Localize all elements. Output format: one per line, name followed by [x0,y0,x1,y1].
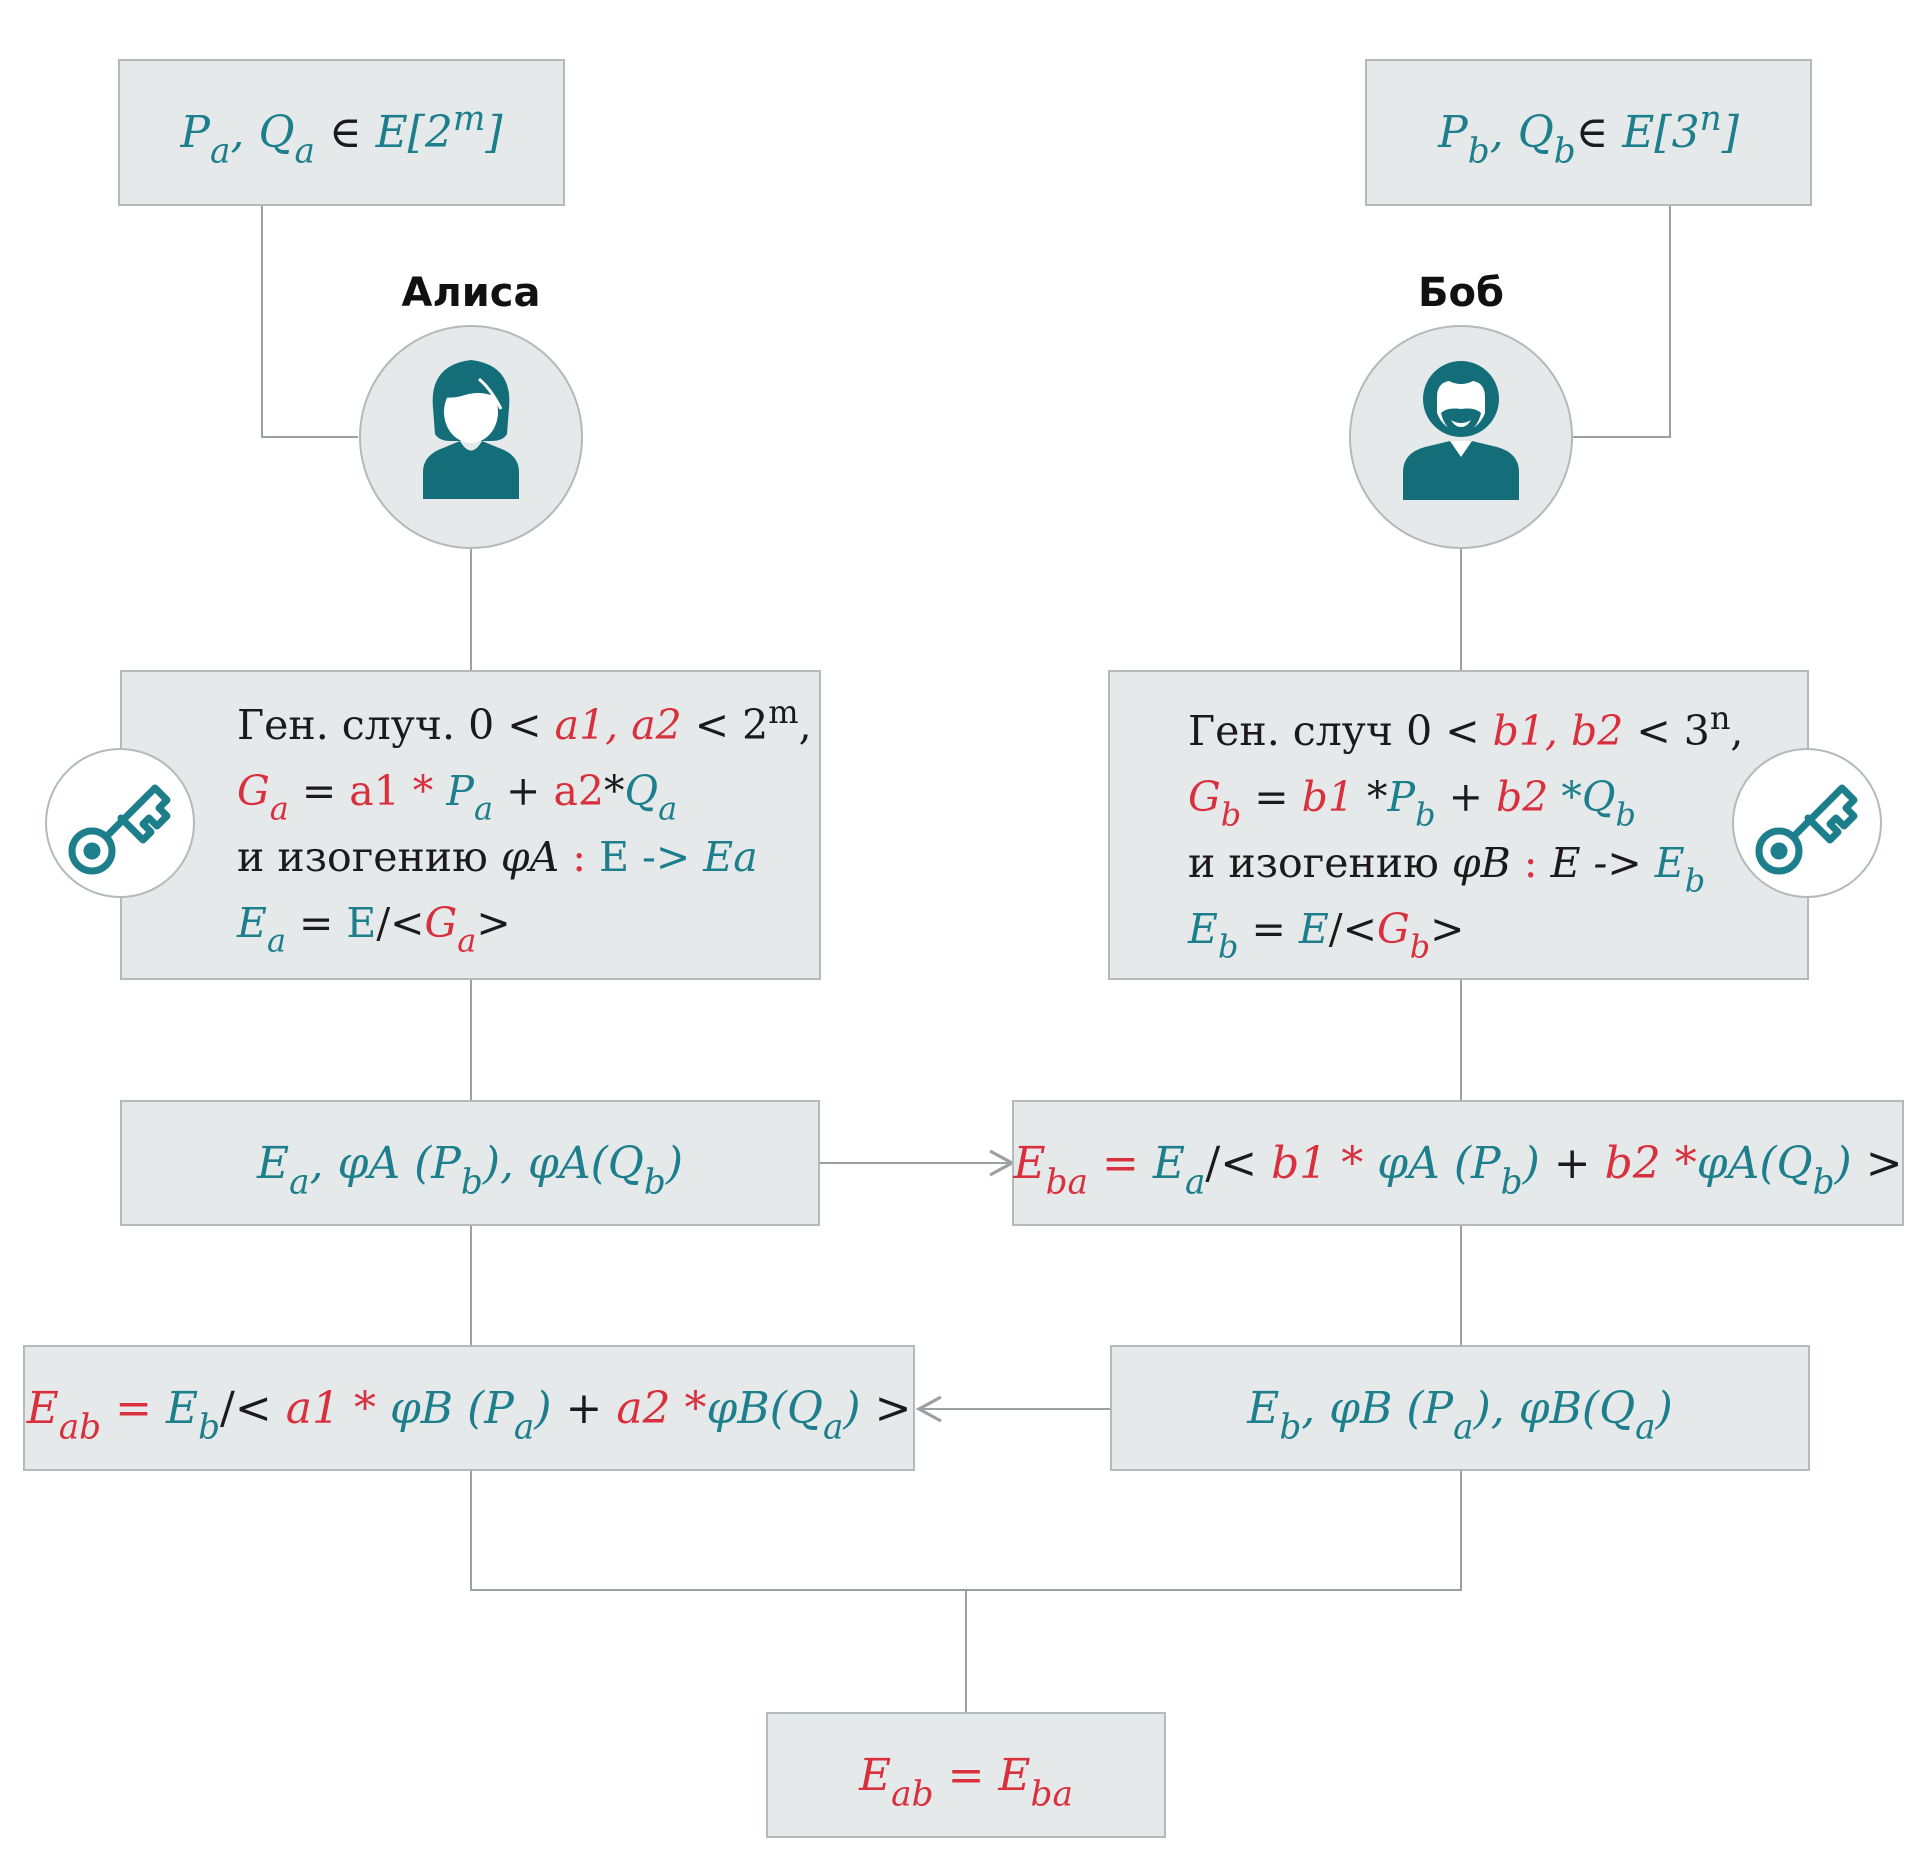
bob-public-params: Pb, Qb∈ E[3n] [1438,98,1739,172]
bob-key-badge [1732,748,1882,898]
bob-sends-box: Eb, φB (Pa), φB(Qa) [1110,1345,1810,1471]
shared-secret-box: Eab = Eba [766,1712,1166,1838]
bob-key-generation-text: Ген. случ 0 < b1, b2 < 3n, Gb = b1 *Pb +… [1188,699,1744,966]
bob-public-params-box: Pb, Qb∈ E[3n] [1365,59,1812,206]
alice-key-badge [45,748,195,898]
bob-shared-curve-formula: Eba = Ea/< b1 * φA (Pb) + b2 *φA(Qb) > [1013,1137,1903,1202]
bob-name: Боб [1418,270,1504,316]
key-icon [1755,784,1858,875]
alice-sends-box: Ea, φA (Pb), φA(Qb) [120,1100,820,1226]
alice-key-generation-box: Ген. случ. 0 < a1, a2 < 2m, Ga = a1 * Pa… [120,670,821,980]
alice-public-params-box: Pa, Qa ∈ E[2m] [118,59,565,206]
woman-avatar-icon [423,360,519,499]
alice-name: Алиса [401,270,541,316]
alice-public-params: Pa, Qa ∈ E[2m] [180,98,503,172]
bob-avatar [1349,325,1573,549]
bob-key-generation-box: Ген. случ 0 < b1, b2 < 3n, Gb = b1 *Pb +… [1108,670,1809,980]
alice-avatar [359,325,583,549]
bearded-man-avatar-icon [1403,361,1519,500]
shared-secret-equality: Eab = Eba [859,1749,1073,1814]
alice-key-generation-text: Ген. случ. 0 < a1, a2 < 2m, Ga = a1 * Pa… [237,693,812,960]
alice-sent-values: Ea, φA (Pb), φA(Qb) [257,1137,683,1202]
bob-shared-curve-box: Eba = Ea/< b1 * φA (Pb) + b2 *φA(Qb) > [1012,1100,1904,1226]
bob-sent-values: Eb, φB (Pa), φB(Qa) [1247,1382,1673,1447]
alice-shared-curve-formula: Eab = Eb/< a1 * φB (Pa) + a2 *φB(Qa) > [26,1382,912,1447]
key-icon [68,784,171,875]
alice-shared-curve-box: Eab = Eb/< a1 * φB (Pa) + a2 *φB(Qa) > [23,1345,915,1471]
